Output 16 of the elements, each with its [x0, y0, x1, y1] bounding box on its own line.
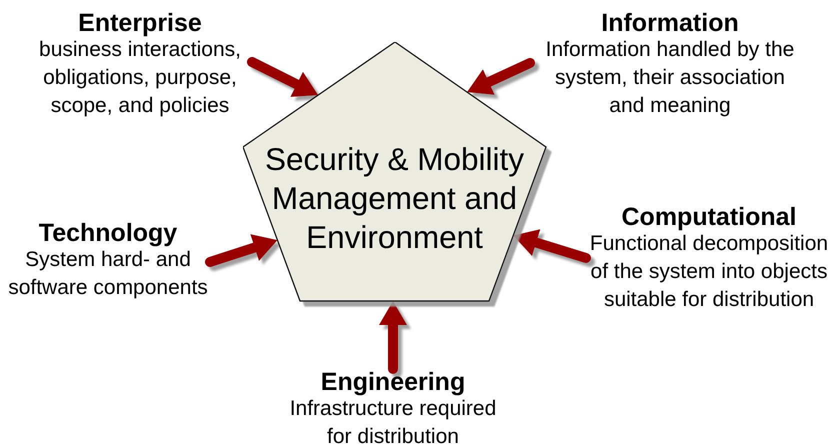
arrow	[379, 301, 407, 374]
viewpoint-description: Information handled by the system, their association and meaning	[544, 37, 796, 119]
viewpoint-heading: Enterprise	[78, 10, 202, 36]
arrow	[467, 58, 535, 95]
viewpoint-heading: Computational	[622, 204, 796, 230]
center-title: Security & Mobility Management and Environment	[264, 140, 526, 257]
arrow	[247, 57, 318, 97]
viewpoint-heading: Engineering	[320, 369, 466, 395]
viewpoint-description: System hard- and software components	[7, 247, 209, 301]
viewpoint-description: Infrastructure required for distribution	[288, 396, 498, 446]
viewpoint-heading: Technology	[38, 220, 178, 246]
viewpoint-description: business interactions, obligations, purpose, scope, and policies	[38, 37, 242, 119]
viewpoint-description: Functional decomposition of the system into objects suitable for distribution	[588, 231, 830, 313]
arrow	[513, 229, 591, 263]
viewpoint-heading: Information	[601, 10, 739, 36]
arrow	[205, 234, 278, 267]
